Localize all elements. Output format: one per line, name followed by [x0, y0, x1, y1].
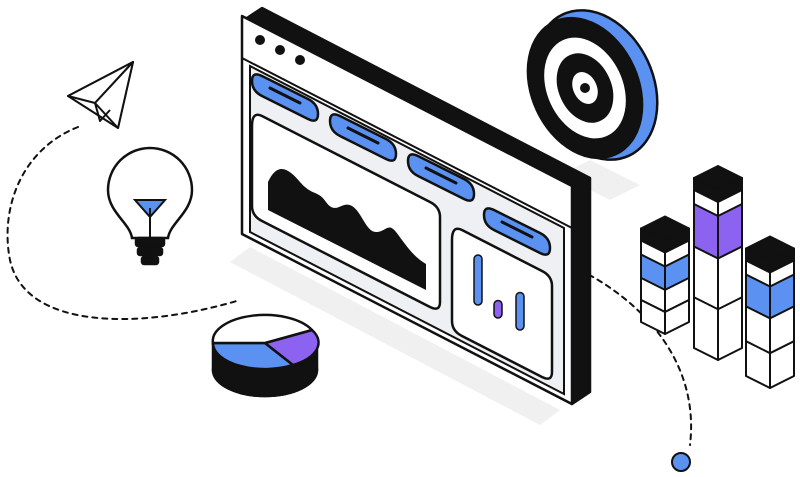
mini-bar — [493, 299, 503, 319]
path-end-dot — [671, 452, 691, 472]
lightbulb-icon — [106, 146, 194, 266]
browser-window-icon — [240, 6, 592, 406]
window-shadow — [230, 247, 560, 425]
tab-pill — [406, 153, 476, 202]
tab-pill — [482, 207, 552, 256]
ground-shadows — [230, 160, 640, 425]
bar-chart-icon — [473, 254, 525, 331]
stack-divider — [745, 340, 795, 355]
stack-cap-right — [769, 247, 795, 274]
dashed-path-left — [6, 126, 241, 321]
stack-cap-right — [717, 177, 743, 203]
window-title-bar — [241, 35, 573, 229]
stack-accent-right — [664, 253, 690, 291]
tab-pill — [328, 113, 398, 162]
stack-divider — [640, 298, 690, 313]
stack-accent-right — [717, 203, 743, 260]
dashed-paths — [6, 126, 693, 446]
bar-chart-panel — [450, 227, 554, 380]
pie-chart-icon — [211, 313, 320, 398]
area-chart-icon — [268, 168, 426, 290]
window-control-dot — [255, 35, 265, 45]
dashed-path-right — [579, 269, 693, 446]
target-shadow — [560, 160, 640, 200]
stack-accent-right — [769, 273, 795, 320]
stack-cap-right — [664, 227, 690, 254]
tab-pill — [250, 73, 320, 122]
area-chart-panel — [250, 113, 442, 310]
target-icon — [526, 9, 659, 161]
bar-stack-icon — [640, 165, 795, 389]
mini-bar — [473, 254, 483, 306]
stack-divider — [693, 296, 743, 311]
mini-bar — [515, 291, 525, 331]
window-control-dot — [275, 45, 285, 55]
paper-plane-icon — [67, 61, 134, 129]
window-control-dot — [295, 55, 305, 65]
tab-pills — [250, 73, 552, 256]
